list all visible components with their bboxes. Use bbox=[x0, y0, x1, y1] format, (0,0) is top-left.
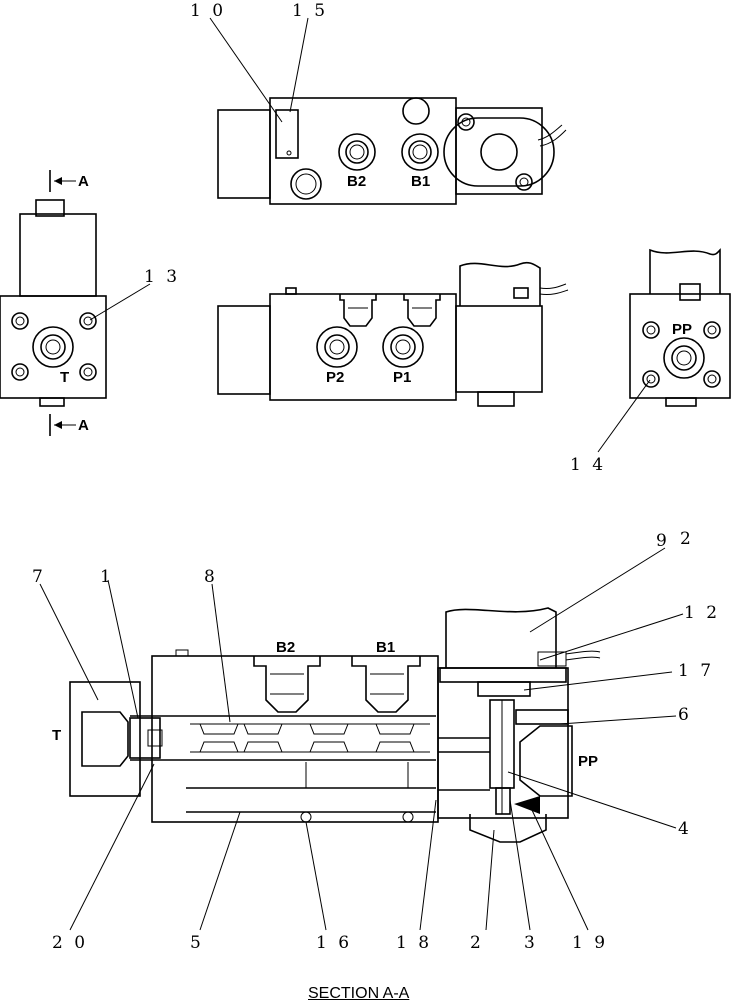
section-solenoid-flange bbox=[439, 667, 567, 683]
callout-3: 3 bbox=[524, 933, 538, 953]
right-solenoid-coil bbox=[649, 248, 721, 294]
leader-lines bbox=[39, 17, 684, 931]
callout-16: 1 6 bbox=[316, 933, 352, 953]
callout-14: 1 4 bbox=[570, 455, 606, 475]
section-mark-lower-label: A bbox=[78, 417, 89, 434]
callout-2: 2 bbox=[470, 933, 484, 953]
front-body bbox=[269, 293, 457, 401]
section-title: SECTION A-A bbox=[308, 985, 410, 1000]
callout-6: 6 bbox=[678, 705, 692, 725]
port-label-b2-section: B2 bbox=[276, 639, 295, 656]
port-b1-top bbox=[401, 133, 439, 171]
label-plate bbox=[275, 109, 299, 159]
callout-12: 1 2 bbox=[684, 603, 720, 623]
left-end-stub bbox=[39, 397, 65, 407]
callout-19: 1 9 bbox=[572, 933, 608, 953]
port-label-pp-section: PP bbox=[578, 753, 598, 770]
callout-9: 9 bbox=[656, 531, 670, 551]
front-solenoid-coil bbox=[459, 261, 541, 306]
right-connector bbox=[679, 283, 701, 301]
callout-7: 7 bbox=[32, 567, 46, 587]
port-label-b1-section: B1 bbox=[376, 639, 395, 656]
callout-8: 8 bbox=[204, 567, 218, 587]
top-plug bbox=[402, 97, 430, 125]
callout-20: 2 0 bbox=[52, 933, 88, 953]
section-port-b2 bbox=[253, 656, 321, 713]
callout-1: 1 bbox=[100, 567, 114, 587]
callout-5: 5 bbox=[190, 933, 204, 953]
section-main-body bbox=[151, 655, 439, 823]
front-view: P2 P1 bbox=[217, 261, 569, 407]
port-label-b1-top: B1 bbox=[411, 173, 430, 190]
section-mark-lower: A bbox=[49, 414, 89, 436]
callout-15: 1 5 bbox=[292, 1, 328, 21]
left-solenoid bbox=[19, 213, 97, 297]
left-end-view: T A A bbox=[0, 170, 107, 436]
port-b2-top bbox=[338, 133, 376, 171]
right-end-view: PP bbox=[629, 248, 731, 407]
section-pp-port bbox=[519, 725, 573, 797]
port-p1 bbox=[382, 326, 424, 368]
port-label-t-left: T bbox=[60, 369, 69, 386]
port-label-p2: P2 bbox=[326, 369, 344, 386]
port-label-b2-top: B2 bbox=[347, 173, 366, 190]
section-t-port bbox=[81, 711, 129, 767]
callout-13: 1 3 bbox=[144, 267, 180, 287]
port-p2 bbox=[316, 326, 358, 368]
section-view: T B2 B1 bbox=[52, 607, 601, 843]
section-valve-cap bbox=[477, 681, 531, 697]
front-solenoid-base bbox=[455, 305, 543, 393]
section-end-cap bbox=[69, 681, 141, 797]
label-plate-hole bbox=[286, 150, 292, 156]
bolt-13 bbox=[79, 312, 97, 330]
callouts: 1 0 1 5 1 3 1 4 7 1 8 9 2 1 2 1 7 6 4 2 … bbox=[32, 1, 720, 953]
section-solenoid-coil bbox=[445, 607, 557, 668]
callout-17: 1 7 bbox=[678, 661, 714, 681]
top-view-solenoid bbox=[455, 107, 543, 195]
top-view-end-cap bbox=[217, 109, 271, 199]
port-label-pp-right: PP bbox=[672, 321, 692, 338]
callout-18: 1 8 bbox=[396, 933, 432, 953]
front-end-cap bbox=[217, 305, 271, 395]
left-end-body bbox=[0, 295, 107, 399]
port-label-p1: P1 bbox=[393, 369, 411, 386]
callout-4: 4 bbox=[678, 819, 692, 839]
section-mark-upper-label: A bbox=[78, 173, 89, 190]
section-port-b1 bbox=[351, 656, 421, 713]
spool bbox=[129, 715, 436, 761]
solenoid-coil-top bbox=[443, 113, 567, 191]
section-mark-upper: A bbox=[49, 170, 89, 192]
port-label-t-section: T bbox=[52, 727, 61, 744]
top-view: B2 B1 bbox=[217, 97, 567, 205]
bolt-14 bbox=[642, 370, 660, 388]
front-bottom-stub bbox=[477, 391, 515, 407]
pilot-cartridge bbox=[469, 699, 547, 843]
passage bbox=[186, 762, 436, 823]
top-plug-lower bbox=[290, 168, 322, 200]
left-solenoid-cap bbox=[35, 199, 65, 217]
callout-2-top: 2 bbox=[680, 529, 694, 549]
callout-10: 1 0 bbox=[190, 1, 226, 21]
